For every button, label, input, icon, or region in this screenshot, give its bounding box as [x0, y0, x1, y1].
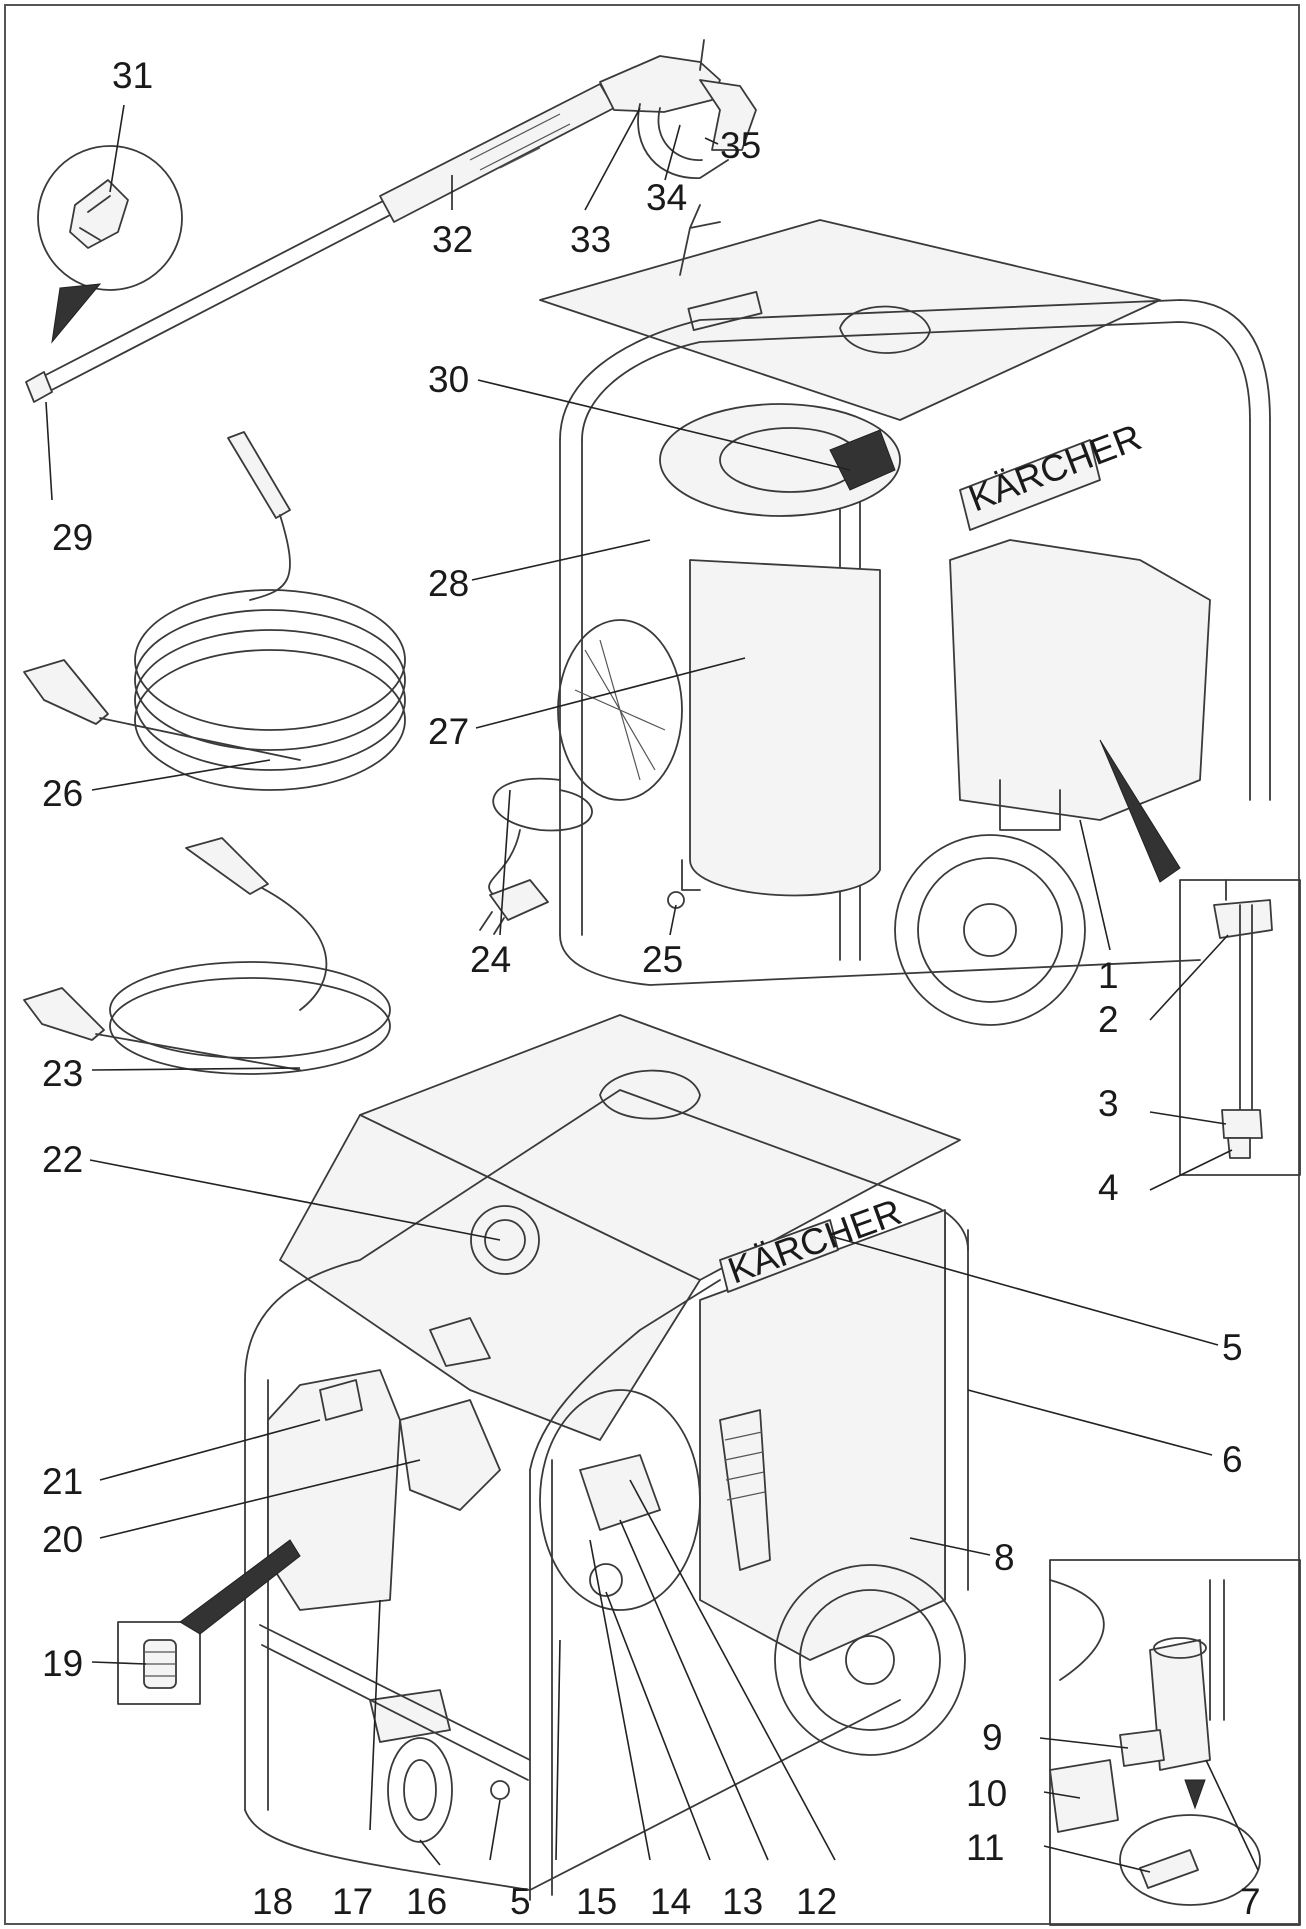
callout-labels: 31 32 33 34 35 29 30 28 27 26 24 25 1 2 …: [42, 55, 1261, 1922]
callout-19: 19: [42, 1643, 83, 1684]
callout-27: 27: [428, 711, 469, 752]
diagram-frame: [4, 4, 1300, 1925]
callout-9: 9: [982, 1717, 1003, 1758]
trigger-gun-with-lance: [25, 39, 757, 403]
upper-machine-view: KÄRCHER: [479, 204, 1271, 1026]
callout-2: 2: [1098, 999, 1119, 1040]
callout-31: 31: [112, 55, 153, 96]
callout-22: 22: [42, 1139, 83, 1180]
callout-1: 1: [1098, 955, 1119, 996]
callout-34: 34: [646, 177, 687, 218]
callout-30: 30: [428, 359, 469, 400]
callout-17: 17: [332, 1881, 373, 1922]
callout-29: 29: [52, 517, 93, 558]
callout-24: 24: [470, 939, 511, 980]
callout-3: 3: [1098, 1083, 1119, 1124]
callout-6: 6: [1222, 1439, 1243, 1480]
brand-logo-upper: KÄRCHER: [963, 416, 1147, 519]
callout-10: 10: [966, 1773, 1007, 1814]
callout-28: 28: [428, 563, 469, 604]
callout-11: 11: [966, 1827, 1004, 1868]
callout-15: 15: [576, 1881, 617, 1922]
callout-18: 18: [252, 1881, 293, 1922]
callout-8: 8: [994, 1537, 1015, 1578]
callout-4: 4: [1098, 1167, 1119, 1208]
nozzle-detail-circle: [37, 145, 183, 344]
lower-machine-view: KÄRCHER: [244, 1014, 969, 1901]
sieve-detail-inset: [117, 1539, 301, 1705]
callout-20: 20: [42, 1519, 83, 1560]
callout-21: 21: [42, 1461, 83, 1502]
high-pressure-hose-short: [23, 837, 391, 1075]
callout-35: 35: [720, 125, 761, 166]
leader-lines: [45, 104, 1259, 1873]
callout-26: 26: [42, 773, 83, 814]
callout-23: 23: [42, 1053, 83, 1094]
callout-16: 16: [406, 1881, 447, 1922]
callout-5-lower: 5: [510, 1881, 531, 1922]
high-pressure-hose-long: [23, 431, 406, 791]
callout-7: 7: [1240, 1881, 1261, 1922]
callout-13: 13: [722, 1881, 763, 1922]
callout-33: 33: [570, 219, 611, 260]
valve-detail-inset: [1049, 1559, 1301, 1926]
callout-14: 14: [650, 1881, 691, 1922]
callout-32: 32: [432, 219, 473, 260]
callout-25: 25: [642, 939, 683, 980]
float-switch-detail-inset: [1099, 739, 1301, 1176]
callout-5-upper: 5: [1222, 1327, 1243, 1368]
callout-12: 12: [796, 1881, 837, 1922]
